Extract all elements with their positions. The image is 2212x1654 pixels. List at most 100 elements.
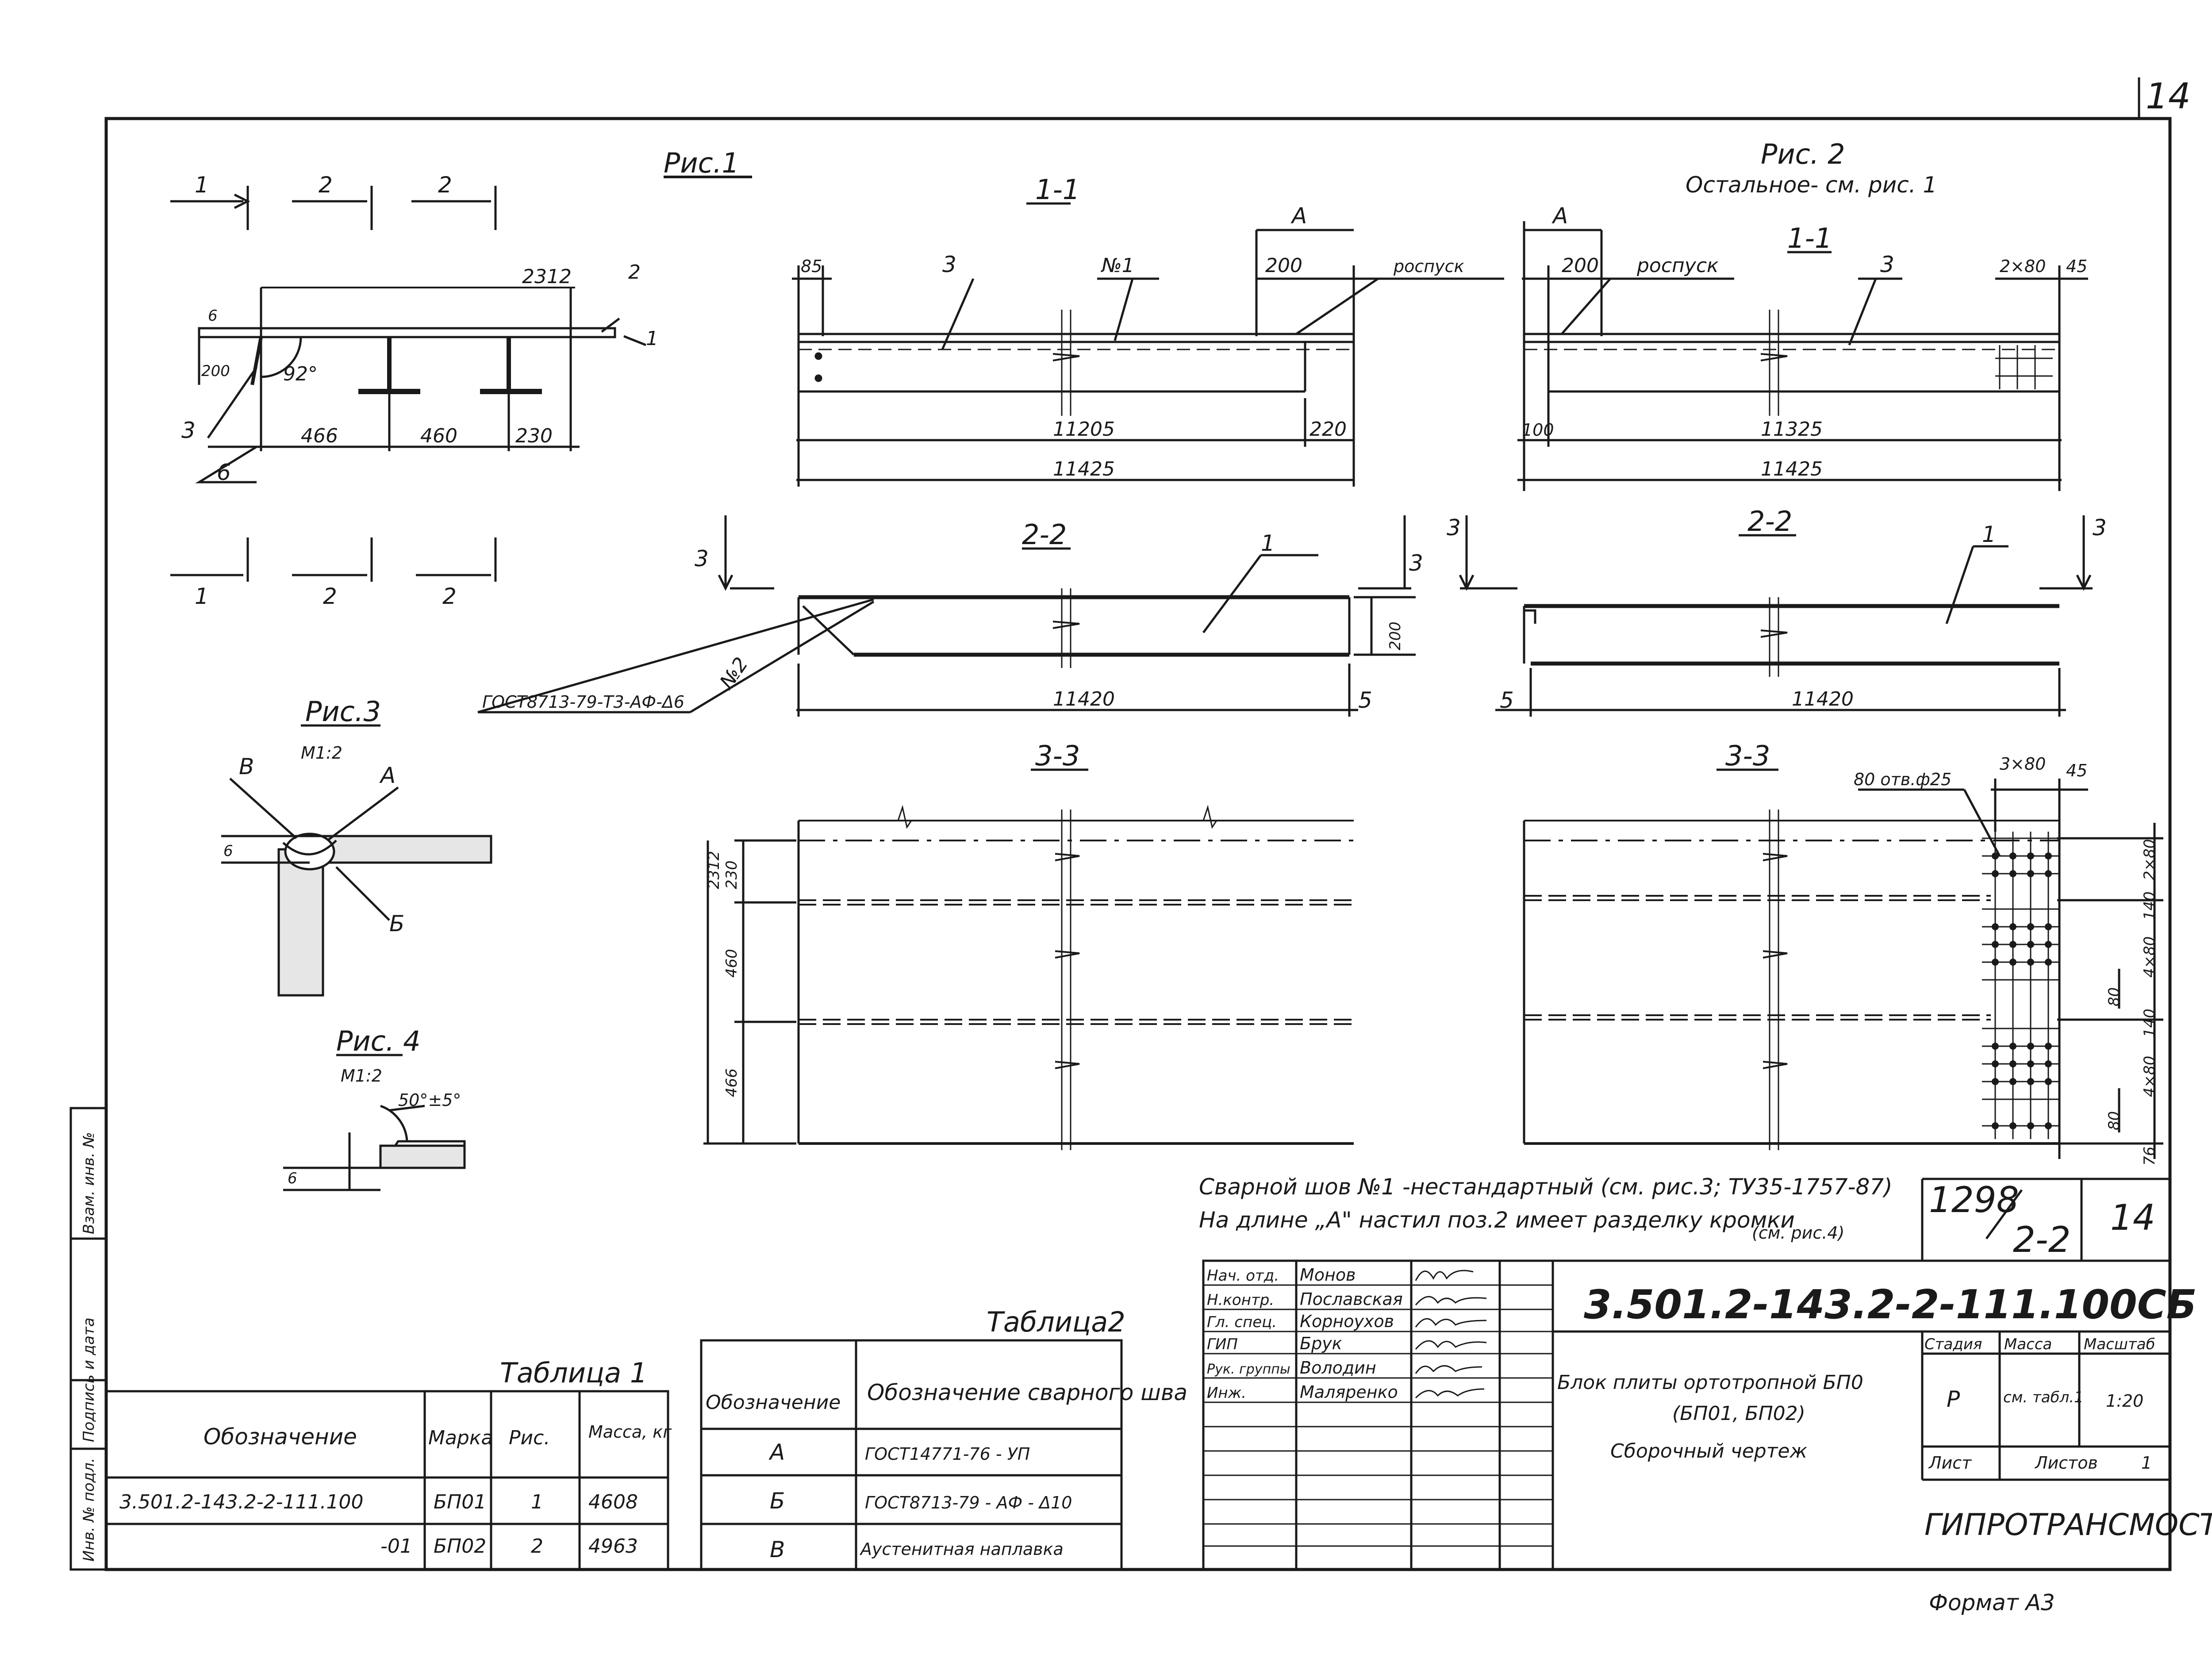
dim-label: 45 bbox=[2066, 257, 2087, 276]
dim-label: 5 bbox=[1500, 687, 1514, 713]
table-cell: 4963 bbox=[588, 1535, 638, 1558]
table-header: Обозначение bbox=[706, 1391, 841, 1414]
drawing-title: Блок плиты ортотропной БП0 bbox=[1557, 1371, 1863, 1394]
title-block bbox=[1202, 1178, 2171, 1571]
dim-label: 3×80 bbox=[2000, 754, 2046, 774]
note-label: роспуск bbox=[1636, 254, 1719, 277]
dim-label: 466 bbox=[301, 425, 338, 447]
section-title: 1-1 bbox=[1787, 222, 1832, 254]
table-cell: 4608 bbox=[588, 1491, 638, 1513]
section-title: 1-1 bbox=[1035, 173, 1080, 206]
section-1-1-left bbox=[792, 202, 1504, 487]
note-label: роспуск bbox=[1393, 257, 1464, 276]
fig2-title: Рис. 2 bbox=[1761, 138, 1845, 170]
cut-label: 3 bbox=[695, 546, 709, 572]
dim-label: 230 bbox=[723, 860, 741, 889]
section-title: 3-3 bbox=[1035, 740, 1080, 772]
weld-mark: А bbox=[379, 763, 396, 788]
weld-label: №1 bbox=[1100, 254, 1134, 277]
section-title: 2-2 bbox=[1022, 518, 1067, 551]
callout-label: 6 bbox=[217, 460, 231, 485]
dim-label: 100 bbox=[1522, 420, 1554, 440]
sheet-number: 14 bbox=[2110, 1197, 2155, 1238]
dim-label: 2×80 bbox=[2141, 839, 2158, 880]
dim-label: 11325 bbox=[1761, 418, 1823, 441]
dim-label: 6 bbox=[208, 307, 218, 325]
table-cell: В bbox=[770, 1537, 785, 1562]
section-title: 3-3 bbox=[1725, 740, 1770, 772]
section-3-3-right bbox=[1523, 768, 2163, 1159]
dim-label: 466 bbox=[723, 1068, 741, 1097]
fig-title: Рис. 4 bbox=[336, 1025, 421, 1057]
dim-label: 11420 bbox=[1792, 688, 1854, 710]
table-caption: Таблица 1 bbox=[500, 1357, 647, 1389]
dim-label: 76 bbox=[2141, 1147, 2158, 1166]
weld-label: №2 bbox=[715, 653, 753, 694]
cut-label: 3 bbox=[1409, 550, 1423, 576]
dim-label: 11420 bbox=[1053, 688, 1115, 710]
table-cell: Аустенитная наплавка bbox=[859, 1539, 1064, 1559]
organization: ГИПРОТРАНСМОСТ bbox=[1924, 1508, 2212, 1543]
mass-header: Масса bbox=[2004, 1335, 2052, 1353]
dim-label: 80 bbox=[2105, 1111, 2123, 1130]
table-header: Марка bbox=[428, 1427, 493, 1449]
note-line: (см. рис.4) bbox=[1752, 1223, 1844, 1243]
dim-label: А bbox=[1290, 203, 1307, 229]
dim-label: 85 bbox=[801, 257, 822, 276]
cut-label: 2 bbox=[442, 583, 457, 609]
role-label: Нач. отд. bbox=[1207, 1267, 1279, 1285]
table-2 bbox=[700, 1339, 1123, 1571]
dim-label: 11205 bbox=[1053, 418, 1115, 441]
dim-label: 230 bbox=[515, 425, 553, 447]
table-2-text: Таблица2 Обозначение Обозначение сварног… bbox=[706, 1306, 1187, 1562]
cut-label: 2 bbox=[319, 172, 333, 198]
dim-label: 11425 bbox=[1761, 458, 1823, 480]
holes-label: 80 отв.ф25 bbox=[1854, 770, 1951, 789]
section-2-2-right bbox=[1459, 515, 2093, 717]
dim-label: 140 bbox=[2141, 891, 2158, 920]
cut-label: 1 bbox=[195, 583, 209, 609]
mass-value: см. табл.1 bbox=[2003, 1389, 2084, 1406]
table-cell: ГОСТ8713-79 - АФ - Δ10 bbox=[865, 1493, 1072, 1512]
table-cell: А bbox=[768, 1439, 785, 1465]
drawing-title: (БП01, БП02) bbox=[1672, 1402, 1805, 1425]
fig1-title: Рис.1 bbox=[664, 147, 739, 179]
sheets-value: 1 bbox=[2141, 1453, 2152, 1473]
table-cell: 1 bbox=[531, 1491, 543, 1513]
dim-label: 200 bbox=[1265, 254, 1302, 277]
stage-value: Р bbox=[1947, 1386, 1960, 1412]
bolt-grid bbox=[1982, 832, 2059, 1139]
fig3-labels: Рис.3 М1:2 В А Б 6 bbox=[223, 695, 404, 936]
table-1-text: Таблица 1 Обозначение Марка Рис. Масса, … bbox=[119, 1357, 672, 1558]
table-cell: БП02 bbox=[434, 1535, 486, 1558]
sheet-header: Лист bbox=[1928, 1453, 1972, 1473]
dim-label: 200 bbox=[1562, 254, 1599, 277]
scale-label: М1:2 bbox=[301, 743, 342, 763]
fig1-labels: Рис.1 1 2 2 1 2 2 2312 2 1 6 200 92° 466… bbox=[181, 147, 739, 609]
role-label: ГИП bbox=[1207, 1335, 1238, 1353]
title-block-text: 1298 2-2 14 3.501.2-143.2-2-111.100СБ На… bbox=[1207, 1179, 2212, 1543]
dim-label: 220 bbox=[1310, 418, 1347, 441]
dim-label: 460 bbox=[723, 949, 741, 978]
section-3-3-left bbox=[703, 768, 1354, 1150]
fig2-subtitle: Остальное- см. рис. 1 bbox=[1686, 172, 1937, 198]
person-name: Володин bbox=[1300, 1358, 1376, 1378]
callout-label: 1 bbox=[1261, 530, 1275, 556]
album-number: 1298 bbox=[1929, 1179, 2019, 1220]
dim-label: 2312 bbox=[705, 851, 723, 889]
table-header: Рис. bbox=[509, 1427, 550, 1449]
table-header: Обозначение сварного шва bbox=[867, 1380, 1187, 1405]
dim-label: 50°±5° bbox=[398, 1090, 461, 1110]
notes: Сварной шов №1 -нестандартный (см. рис.3… bbox=[1199, 1174, 1893, 1243]
role-label: Гл. спец. bbox=[1207, 1313, 1277, 1331]
cut-label: 3 bbox=[1447, 515, 1461, 541]
table-cell: 2 bbox=[531, 1535, 543, 1558]
person-name: Брук bbox=[1300, 1334, 1342, 1353]
dim-label: 460 bbox=[420, 425, 457, 447]
cut-label: 3 bbox=[2093, 515, 2107, 541]
dim-label: 200 bbox=[201, 362, 230, 380]
dim-label: 2×80 bbox=[2000, 257, 2046, 276]
dim-label: 5 bbox=[1358, 687, 1372, 713]
section-3-3-right-labels: 3-3 80 отв.ф25 3×80 45 2×80 140 4×80 80 … bbox=[1725, 740, 2158, 1166]
